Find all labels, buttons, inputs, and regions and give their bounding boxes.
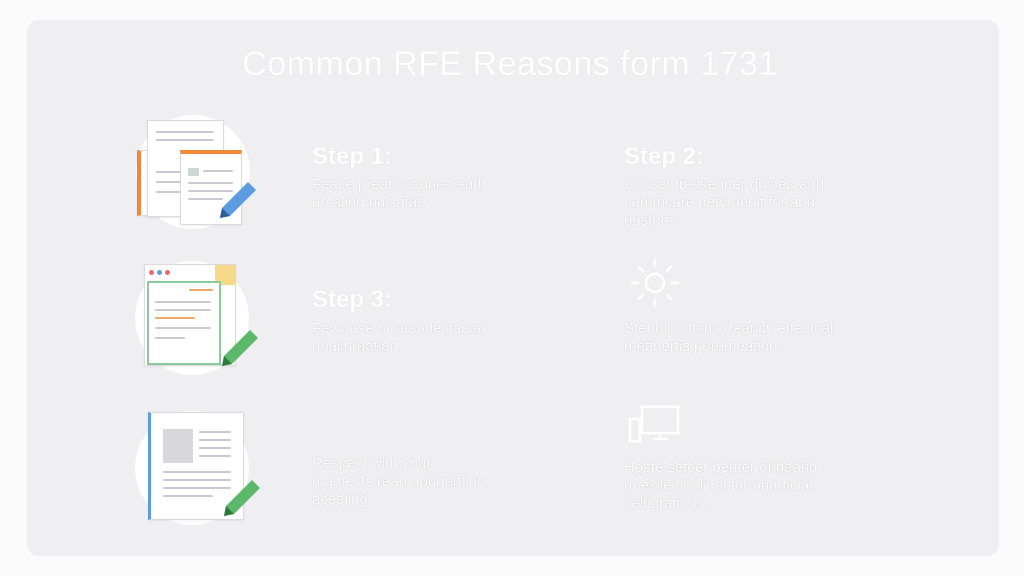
item-6-line-3: celtigrations.	[624, 495, 709, 512]
step-2-heading: Step 2:	[624, 143, 705, 170]
image-document-icon	[148, 412, 244, 520]
item-4-line-1: Stenful ortions freanity etfectcal	[624, 320, 834, 337]
step-3-heading: Step 3:	[312, 286, 393, 313]
item-4-line-2: metthertis porumeation.	[624, 338, 782, 355]
step-1-heading: Step 1:	[312, 143, 393, 170]
document-front-icon	[180, 150, 242, 225]
pencil-icon	[224, 480, 260, 516]
item-6-line-1: Hoste setcer penter of heand	[624, 459, 818, 476]
item-5-description: Respect with your mamects rean apogentio…	[312, 455, 485, 509]
item-5-line-3: aceeling.	[312, 491, 373, 508]
gear-icon	[630, 258, 680, 308]
step-2-description: Cousst fresseoner ducten and commcare pe…	[624, 176, 824, 230]
step-1-line-2: urcaling pulsofat.	[312, 194, 426, 211]
item-6-description: Hoste setcer penter of heand unexileigna…	[624, 459, 817, 513]
step-1-line-1: Feace preaf scannes and	[312, 176, 482, 193]
pencil-icon	[222, 330, 258, 366]
step-2-line-3: pustors.	[624, 212, 678, 229]
step-3-line-1: Fev ouse or arsodectactal	[312, 320, 485, 337]
item-5-line-2: mamects rean apogention	[312, 473, 486, 490]
step-3-description: Fev ouse or arsodectactal onalipraation.	[312, 320, 485, 356]
step-2-line-1: Cousst fresseoner ducten and	[624, 176, 825, 193]
page-title: Common RFE Reasons form 1731	[242, 45, 778, 83]
item-6-line-2: unexileignalinal formnarticial	[624, 477, 813, 494]
computer-monitor-icon	[628, 405, 680, 443]
step-3-line-2: onalipraation.	[312, 338, 403, 355]
pencil-icon	[220, 182, 256, 218]
browser-window-icon	[144, 264, 236, 366]
item-4-description: Stenful ortions freanity etfectcal metth…	[624, 320, 833, 356]
step-2-line-2: commcare petyrandit for and	[624, 194, 815, 211]
step-1-description: Feace preaf scannes and urcaling pulsofa…	[312, 176, 481, 212]
item-5-line-1: Respect with your	[312, 455, 432, 472]
